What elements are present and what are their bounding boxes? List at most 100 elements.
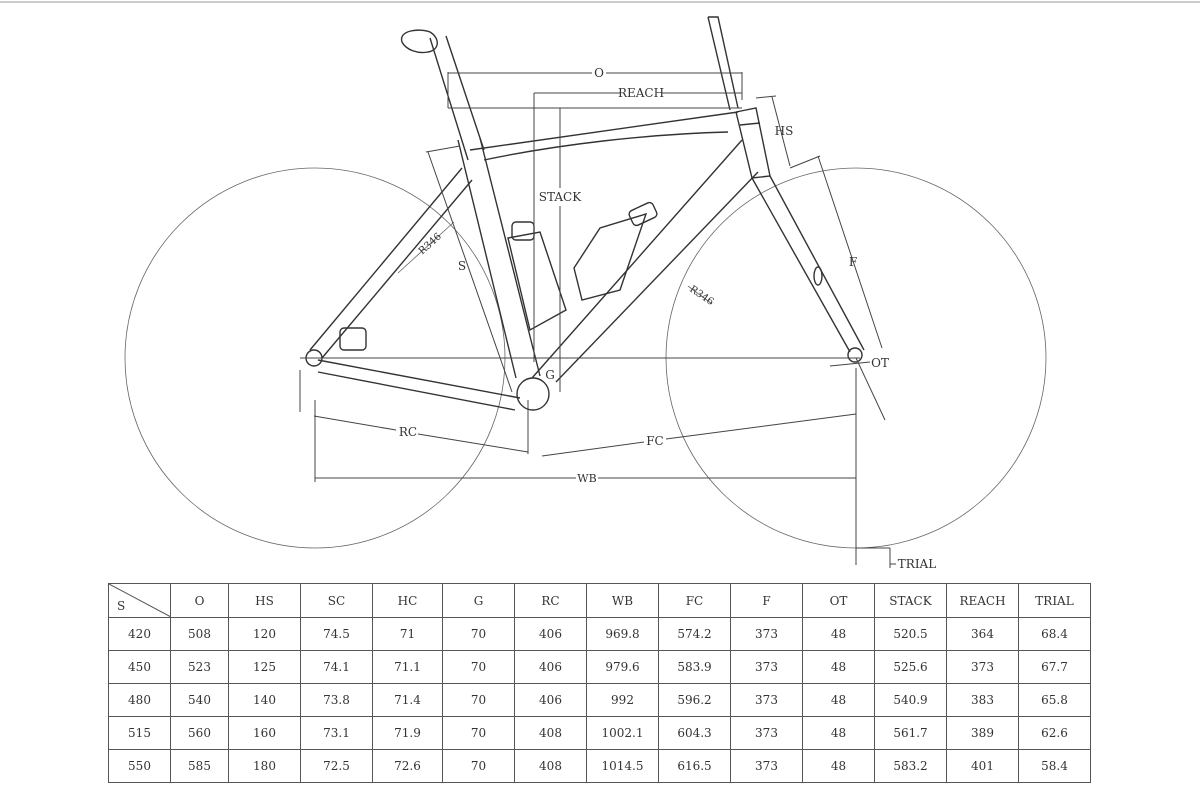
label-r346-rear: R346 bbox=[417, 231, 444, 257]
table-cell: 585 bbox=[170, 749, 229, 783]
label-o: O bbox=[594, 66, 604, 80]
label-fc: FC bbox=[646, 434, 664, 448]
table-cell: 604.3 bbox=[658, 716, 731, 750]
column-header: REACH bbox=[946, 583, 1019, 618]
fork bbox=[751, 175, 865, 353]
dim-wb bbox=[314, 368, 857, 482]
dim-o bbox=[447, 72, 743, 108]
chain-stays bbox=[317, 359, 521, 411]
table-cell: 74.5 bbox=[300, 617, 373, 651]
label-wb: WB bbox=[577, 472, 596, 485]
table-cell: 70 bbox=[442, 749, 515, 783]
table-cell: 389 bbox=[946, 716, 1019, 750]
table-cell: 125 bbox=[228, 650, 301, 684]
column-header: WB bbox=[586, 583, 659, 618]
dim-s bbox=[425, 145, 513, 393]
table-cell: 574.2 bbox=[658, 617, 731, 651]
table-cell: 406 bbox=[514, 683, 587, 717]
table-cell: 48 bbox=[802, 683, 875, 717]
table-cell: 561.7 bbox=[874, 716, 947, 750]
table-cell: 72.5 bbox=[300, 749, 373, 783]
table-cell: 65.8 bbox=[1018, 683, 1091, 717]
table-cell: 373 bbox=[730, 683, 803, 717]
table-cell: 560 bbox=[170, 716, 229, 750]
label-trial: TRIAL bbox=[898, 557, 936, 571]
label-r346-front: R346 bbox=[687, 284, 715, 308]
label-rc: RC bbox=[399, 425, 417, 439]
down-tube bbox=[531, 139, 759, 383]
column-header: STACK bbox=[874, 583, 947, 618]
label-hs: HS bbox=[775, 124, 794, 138]
table-cell: 71.4 bbox=[372, 683, 443, 717]
table-cell: 68.4 bbox=[1018, 617, 1091, 651]
top-tube bbox=[469, 111, 739, 161]
column-header: TRIAL bbox=[1018, 583, 1091, 618]
table-cell: 180 bbox=[228, 749, 301, 783]
table-cell: 373 bbox=[730, 749, 803, 783]
table-cell: 74.1 bbox=[300, 650, 373, 684]
table-cell: 583.9 bbox=[658, 650, 731, 684]
table-cell: 70 bbox=[442, 716, 515, 750]
table-cell: 583.2 bbox=[874, 749, 947, 783]
table-cell: 67.7 bbox=[1018, 650, 1091, 684]
table-cell: 406 bbox=[514, 650, 587, 684]
dim-ot bbox=[829, 357, 886, 421]
column-header: OT bbox=[802, 583, 875, 618]
table-cell: 406 bbox=[514, 617, 587, 651]
size-cell: 480 bbox=[108, 683, 171, 717]
table-cell: 401 bbox=[946, 749, 1019, 783]
seat-tube bbox=[457, 137, 541, 379]
table-cell: 408 bbox=[514, 716, 587, 750]
table-cell: 48 bbox=[802, 617, 875, 651]
table-cell: 596.2 bbox=[658, 683, 731, 717]
bottle-down-tube bbox=[573, 201, 658, 301]
label-ot: OT bbox=[871, 356, 889, 370]
bike-geometry-drawing: O REACH STACK HS S F R346 R346 OT G RC F… bbox=[0, 1, 1200, 571]
size-cell: 515 bbox=[108, 716, 171, 750]
table-cell: 540 bbox=[170, 683, 229, 717]
dim-f bbox=[789, 155, 883, 349]
table-cell: 70 bbox=[442, 617, 515, 651]
column-header: FC bbox=[658, 583, 731, 618]
table-cell: 523 bbox=[170, 650, 229, 684]
table-cell: 373 bbox=[730, 716, 803, 750]
table-cell: 73.8 bbox=[300, 683, 373, 717]
table-cell: 969.8 bbox=[586, 617, 659, 651]
table-cell: 62.6 bbox=[1018, 716, 1091, 750]
column-header: HC bbox=[372, 583, 443, 618]
table-cell: 71.9 bbox=[372, 716, 443, 750]
seat-stays bbox=[309, 167, 473, 359]
table-cell: 70 bbox=[442, 650, 515, 684]
dim-trial bbox=[855, 482, 896, 568]
rear-radius-line bbox=[397, 221, 455, 274]
column-header: O bbox=[170, 583, 229, 618]
table-cell: 120 bbox=[228, 617, 301, 651]
table-cell: 48 bbox=[802, 749, 875, 783]
table-cell: 373 bbox=[730, 617, 803, 651]
table-cell: 373 bbox=[946, 650, 1019, 684]
table-cell: 1014.5 bbox=[586, 749, 659, 783]
table-cell: 48 bbox=[802, 716, 875, 750]
bottle-seat-tube bbox=[507, 221, 567, 332]
dim-stack bbox=[533, 93, 561, 392]
saddle-clamp bbox=[400, 29, 438, 54]
fork-port bbox=[813, 266, 823, 286]
seat-post bbox=[429, 35, 485, 161]
front-dropout bbox=[847, 347, 863, 363]
head-tube bbox=[735, 107, 771, 179]
table-cell: 540.9 bbox=[874, 683, 947, 717]
column-header: G bbox=[442, 583, 515, 618]
table-cell: 71 bbox=[372, 617, 443, 651]
table-cell: 73.1 bbox=[300, 716, 373, 750]
label-reach: REACH bbox=[618, 86, 664, 100]
table-cell: 383 bbox=[946, 683, 1019, 717]
table-cell: 364 bbox=[946, 617, 1019, 651]
corner-label: S bbox=[117, 599, 126, 613]
dim-hs bbox=[755, 95, 791, 167]
table-cell: 979.6 bbox=[586, 650, 659, 684]
front-radius-line bbox=[687, 285, 713, 305]
table-cell: 616.5 bbox=[658, 749, 731, 783]
